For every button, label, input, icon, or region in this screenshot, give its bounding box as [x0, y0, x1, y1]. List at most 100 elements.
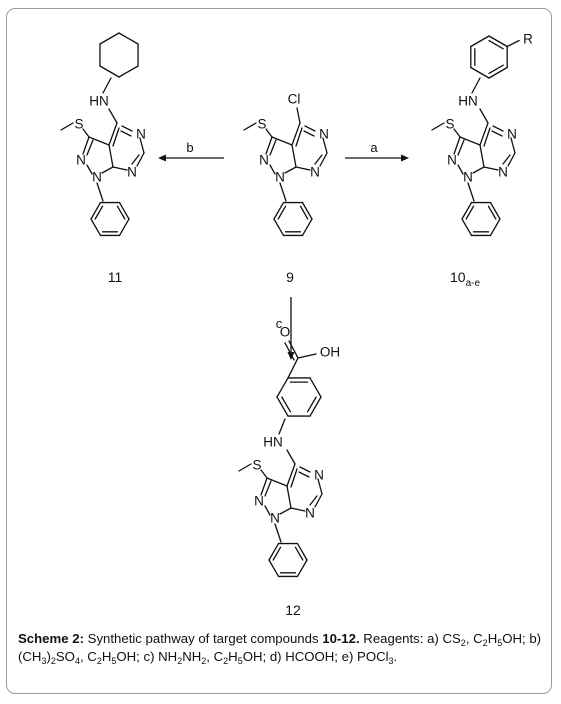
bond — [90, 201, 102, 220]
bond — [101, 166, 114, 174]
bond — [94, 205, 104, 220]
cap-sub: 2 — [50, 656, 56, 666]
arrow-b: b — [158, 140, 224, 162]
cap-seg: ) — [46, 649, 51, 664]
bond — [108, 144, 114, 168]
cap-seg: SO — [55, 649, 75, 664]
compound-number-11: 11 — [108, 269, 123, 285]
bond — [431, 122, 445, 131]
caption-compounds: 10-12. — [322, 631, 360, 646]
bond — [121, 125, 133, 132]
bond — [461, 218, 473, 237]
bond — [294, 546, 304, 561]
bond — [296, 559, 308, 578]
bond — [510, 137, 516, 154]
bond — [457, 139, 465, 156]
compound-number-10-main: 10 — [450, 269, 466, 285]
atom-cl: Cl — [288, 92, 301, 107]
scheme-frame — [6, 8, 552, 694]
bond — [314, 493, 323, 508]
atom-n: N — [498, 165, 508, 180]
bond — [276, 396, 289, 417]
bond — [314, 154, 323, 165]
arrow-c: c — [276, 297, 295, 360]
bond — [99, 32, 120, 45]
bond — [298, 471, 310, 478]
atom-n: N — [314, 468, 324, 483]
bond — [260, 477, 268, 496]
bond — [243, 122, 257, 131]
bond — [272, 546, 282, 561]
bond — [488, 64, 504, 75]
cap-seg: , C — [465, 631, 483, 646]
caption-reagents: Reagents: a) CS — [359, 631, 461, 646]
bond — [290, 468, 298, 488]
bond — [131, 154, 140, 165]
bond — [319, 152, 328, 167]
bond — [506, 39, 520, 48]
caption-label: Scheme 2: — [18, 631, 84, 646]
cap-seg: , C — [206, 649, 224, 664]
bond — [290, 507, 306, 512]
bond — [264, 480, 272, 497]
bond — [489, 218, 501, 237]
bond — [317, 478, 323, 495]
bond — [271, 136, 293, 146]
bond — [483, 127, 491, 147]
bond — [112, 166, 128, 171]
bond — [118, 32, 139, 45]
bond — [60, 122, 74, 131]
bond — [108, 108, 118, 124]
bond — [286, 449, 296, 465]
bond — [265, 128, 273, 138]
bond — [276, 377, 289, 398]
bond — [86, 164, 93, 175]
cap-seg: OH; d) HCOOH; e) POCl — [242, 649, 389, 664]
bond — [309, 396, 322, 417]
bond — [286, 485, 292, 509]
bond — [260, 469, 268, 479]
bond — [88, 136, 110, 146]
bond — [118, 201, 130, 220]
bond — [118, 65, 139, 78]
bond — [264, 505, 271, 516]
bond — [470, 66, 490, 79]
atom-n: N — [259, 153, 269, 168]
bond — [488, 39, 504, 50]
bond — [507, 152, 516, 167]
bond — [492, 125, 504, 132]
atom-n: N — [507, 127, 517, 142]
bond — [306, 396, 317, 413]
bond — [479, 144, 485, 168]
bond — [453, 128, 461, 138]
bond — [108, 122, 118, 146]
bond — [274, 523, 282, 543]
atom-hn: HN — [458, 94, 478, 109]
bond — [287, 357, 299, 379]
bond — [286, 463, 296, 487]
bond — [309, 377, 322, 398]
cap-seg: H — [487, 631, 498, 646]
atom-n: N — [305, 506, 315, 521]
atom-oh: OH — [320, 344, 340, 359]
cap-sub: 2 — [460, 638, 466, 648]
bond — [96, 182, 104, 202]
arrow-a: a — [345, 140, 409, 162]
bond — [479, 108, 489, 124]
bond — [322, 137, 328, 154]
bond — [295, 127, 303, 147]
cap-sub: 3 — [388, 656, 394, 666]
cap-sub: 2 — [201, 656, 207, 666]
arrow-a-label: a — [370, 140, 378, 155]
atom-s: S — [257, 117, 266, 132]
atom-o: O — [280, 324, 291, 339]
bond — [299, 466, 311, 473]
bond — [483, 166, 499, 171]
bond — [459, 136, 481, 146]
atom-n: N — [275, 170, 285, 185]
arrow-b-label: b — [186, 140, 193, 155]
